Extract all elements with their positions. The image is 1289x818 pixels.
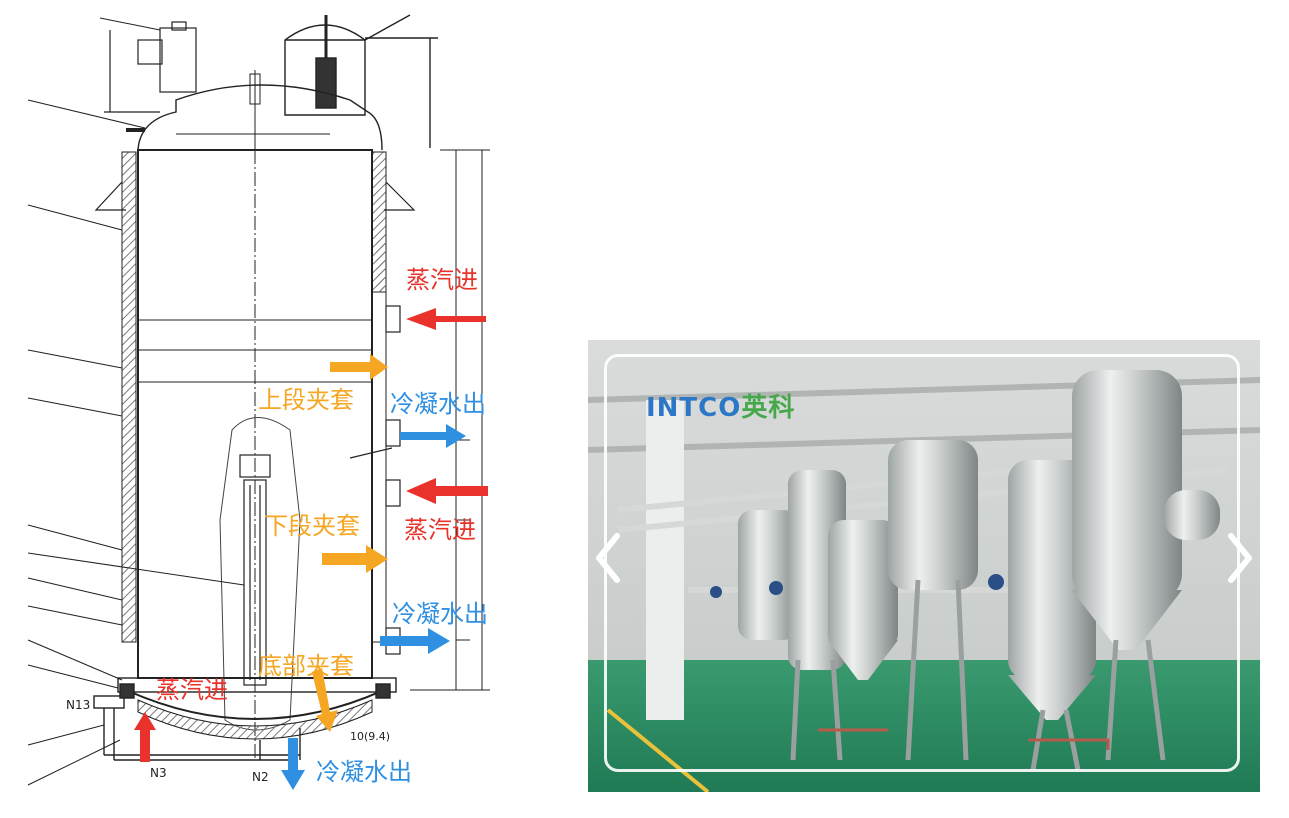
leader-lines <box>27 17 245 786</box>
steam-in-lower-arrow <box>406 478 488 504</box>
condensate-out-bottom-arrow <box>281 738 305 790</box>
label-steam-in-lower: 蒸汽进 <box>404 516 476 544</box>
left-insulation <box>121 151 137 643</box>
brand-suffix: 英科 <box>741 393 796 423</box>
lower-jacket-arrow <box>322 545 388 573</box>
condensate-out-lower-arrow <box>380 628 450 654</box>
brand-text: INTCO <box>646 393 742 423</box>
carousel-next-button[interactable] <box>1220 528 1260 588</box>
evaporator-vessels <box>738 370 1220 720</box>
right-nozzles <box>349 305 401 655</box>
label-upper-jacket: 上段夹套 <box>258 386 354 414</box>
top-left-hatch-box <box>104 21 197 113</box>
equipment-photo-carousel: INTCO英科 <box>588 340 1260 792</box>
vessel-drawing-svg <box>27 14 490 790</box>
label-bottom-jacket: 底部夹套 <box>258 652 354 680</box>
label-steam-in-upper: 蒸汽进 <box>406 266 478 294</box>
nozzle-n2: N2 <box>252 770 269 784</box>
label-condensate-out-upper: 冷凝水出 <box>390 390 486 418</box>
bottom-jacket-arrow <box>312 668 338 732</box>
carousel-prev-button[interactable] <box>588 528 628 588</box>
chevron-right-icon <box>1228 533 1252 583</box>
label-condensate-out-bottom: 冷凝水出 <box>316 758 412 786</box>
manhole <box>284 14 438 148</box>
vessel-drawing: 蒸汽进 上段夹套 冷凝水出 下段夹套 蒸汽进 冷凝水出 底部夹套 蒸汽进 冷凝水… <box>0 0 560 814</box>
top-head <box>137 84 383 151</box>
steam-in-bottom-arrow <box>134 712 156 762</box>
bottom-dimension: 10(9.4) <box>350 730 391 743</box>
label-steam-in-bottom: 蒸汽进 <box>156 676 228 704</box>
nozzle-n3: N3 <box>150 766 167 780</box>
chevron-left-icon <box>596 533 620 583</box>
label-condensate-out-lower: 冷凝水出 <box>392 600 488 628</box>
condensate-out-upper-arrow <box>400 424 466 448</box>
bottom-head <box>125 689 385 720</box>
steam-in-upper-arrow <box>406 308 486 330</box>
brand-logo: INTCO英科 <box>646 387 795 424</box>
label-lower-jacket: 下段夹套 <box>264 512 360 540</box>
upper-jacket-arrow <box>330 354 388 380</box>
bottom-piping <box>93 683 391 761</box>
nozzle-n13: N13 <box>66 698 91 712</box>
